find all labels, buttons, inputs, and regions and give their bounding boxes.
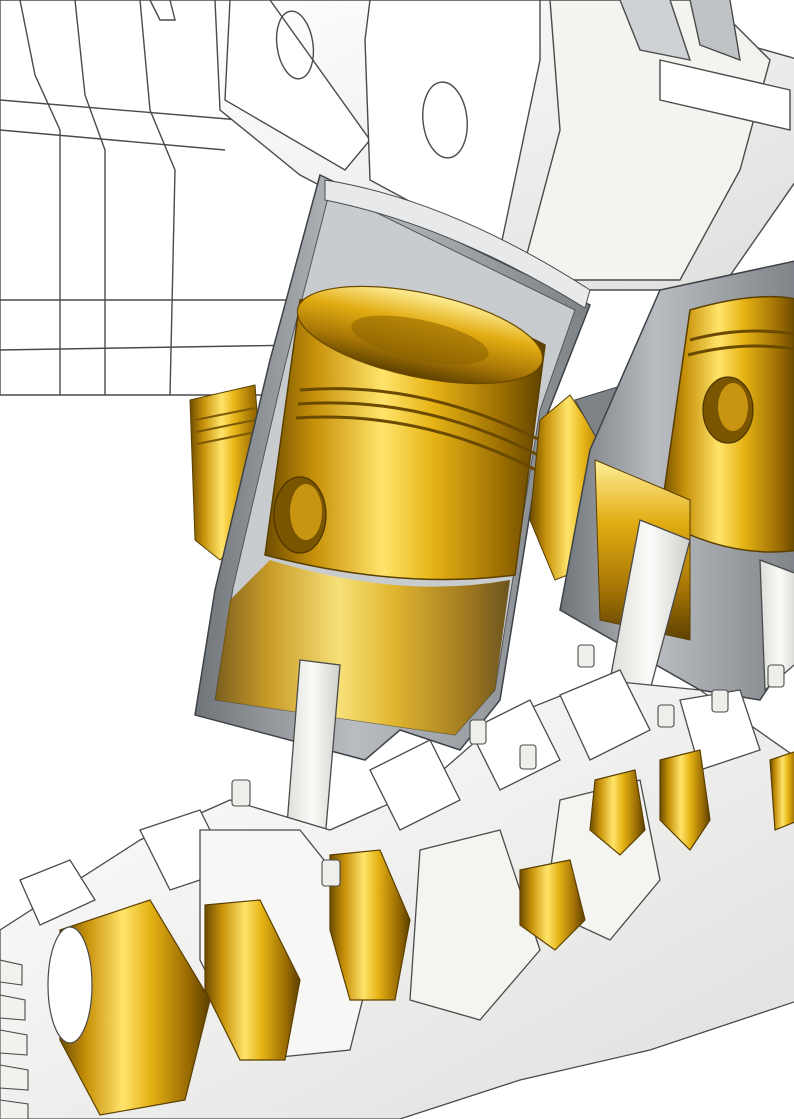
rod-cap-bolts — [231, 644, 785, 887]
connecting-rods — [284, 519, 794, 851]
crank-journals — [47, 749, 794, 1116]
main-piston — [215, 285, 546, 735]
timing-gear — [0, 959, 29, 1119]
cylinder-head — [214, 0, 794, 291]
